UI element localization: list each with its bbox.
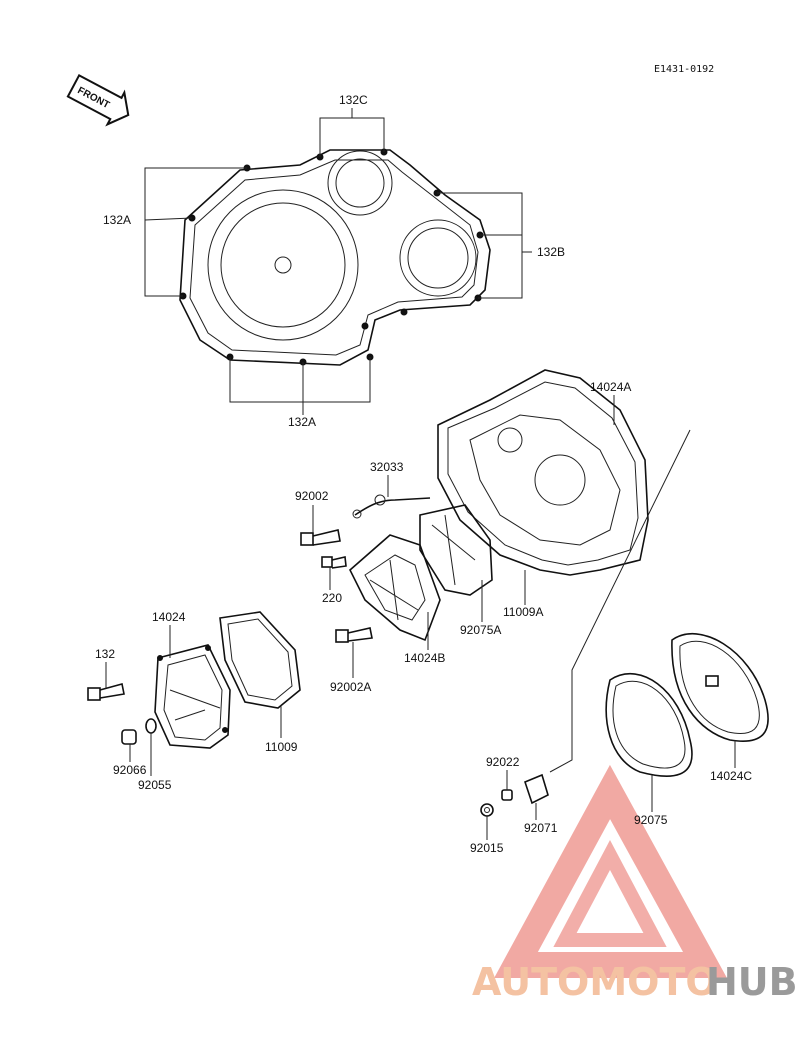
cover-bolts <box>179 148 484 366</box>
label-92022: 92022 <box>486 755 520 769</box>
label-132C: 132C <box>339 93 368 107</box>
small-gasket <box>219 611 301 738</box>
label-32033: 32033 <box>370 460 404 474</box>
label-220: 220 <box>322 591 342 605</box>
label-11009: 11009 <box>265 740 298 754</box>
small-bolts <box>300 505 347 590</box>
crank-cover <box>437 369 649 605</box>
label-14024B: 14024B <box>404 651 445 665</box>
watermark-text-automoto: AUTOMOTO <box>472 960 718 1004</box>
plug-92066 <box>121 729 137 762</box>
label-92071: 92071 <box>524 821 558 835</box>
label-92066: 92066 <box>113 763 147 777</box>
watermark-inner-triangle <box>553 840 667 947</box>
drawing-code: E1431-0192 <box>654 64 714 75</box>
oring-92075 <box>605 673 693 812</box>
label-14024C: 14024C <box>710 769 752 783</box>
cover-14024C <box>671 632 769 768</box>
pulser-cover <box>335 504 493 678</box>
part-labels: 132C 132A 132B 132A 14024A 32033 92002 2… <box>95 93 752 855</box>
label-92075A: 92075A <box>460 623 501 637</box>
label-132: 132 <box>95 647 115 661</box>
bolt-132 <box>87 662 125 701</box>
label-132A-top: 132A <box>103 213 131 227</box>
watermark-text-hub: HUB <box>706 960 798 1004</box>
wire-harness <box>352 475 431 519</box>
oring-92055 <box>145 718 157 776</box>
label-92015: 92015 <box>470 841 504 855</box>
label-132A-bottom: 132A <box>288 415 316 429</box>
small-parts <box>480 770 549 840</box>
front-arrow: FRONT <box>66 73 130 127</box>
label-92075: 92075 <box>634 813 668 827</box>
label-14024: 14024 <box>152 610 186 624</box>
assembly-leader <box>549 429 691 773</box>
watermark-triangle <box>494 764 727 978</box>
label-14024A: 14024A <box>590 380 631 394</box>
small-cover <box>154 625 231 749</box>
label-92055: 92055 <box>138 778 172 792</box>
label-132B: 132B <box>537 245 565 259</box>
label-92002: 92002 <box>295 489 329 503</box>
front-arrow-icon <box>66 73 130 127</box>
label-11009A: 11009A <box>503 605 543 619</box>
watermark: AUTOMOTO HUB <box>472 764 798 1004</box>
label-92002A: 92002A <box>330 680 371 694</box>
clutch-cover <box>144 108 532 415</box>
